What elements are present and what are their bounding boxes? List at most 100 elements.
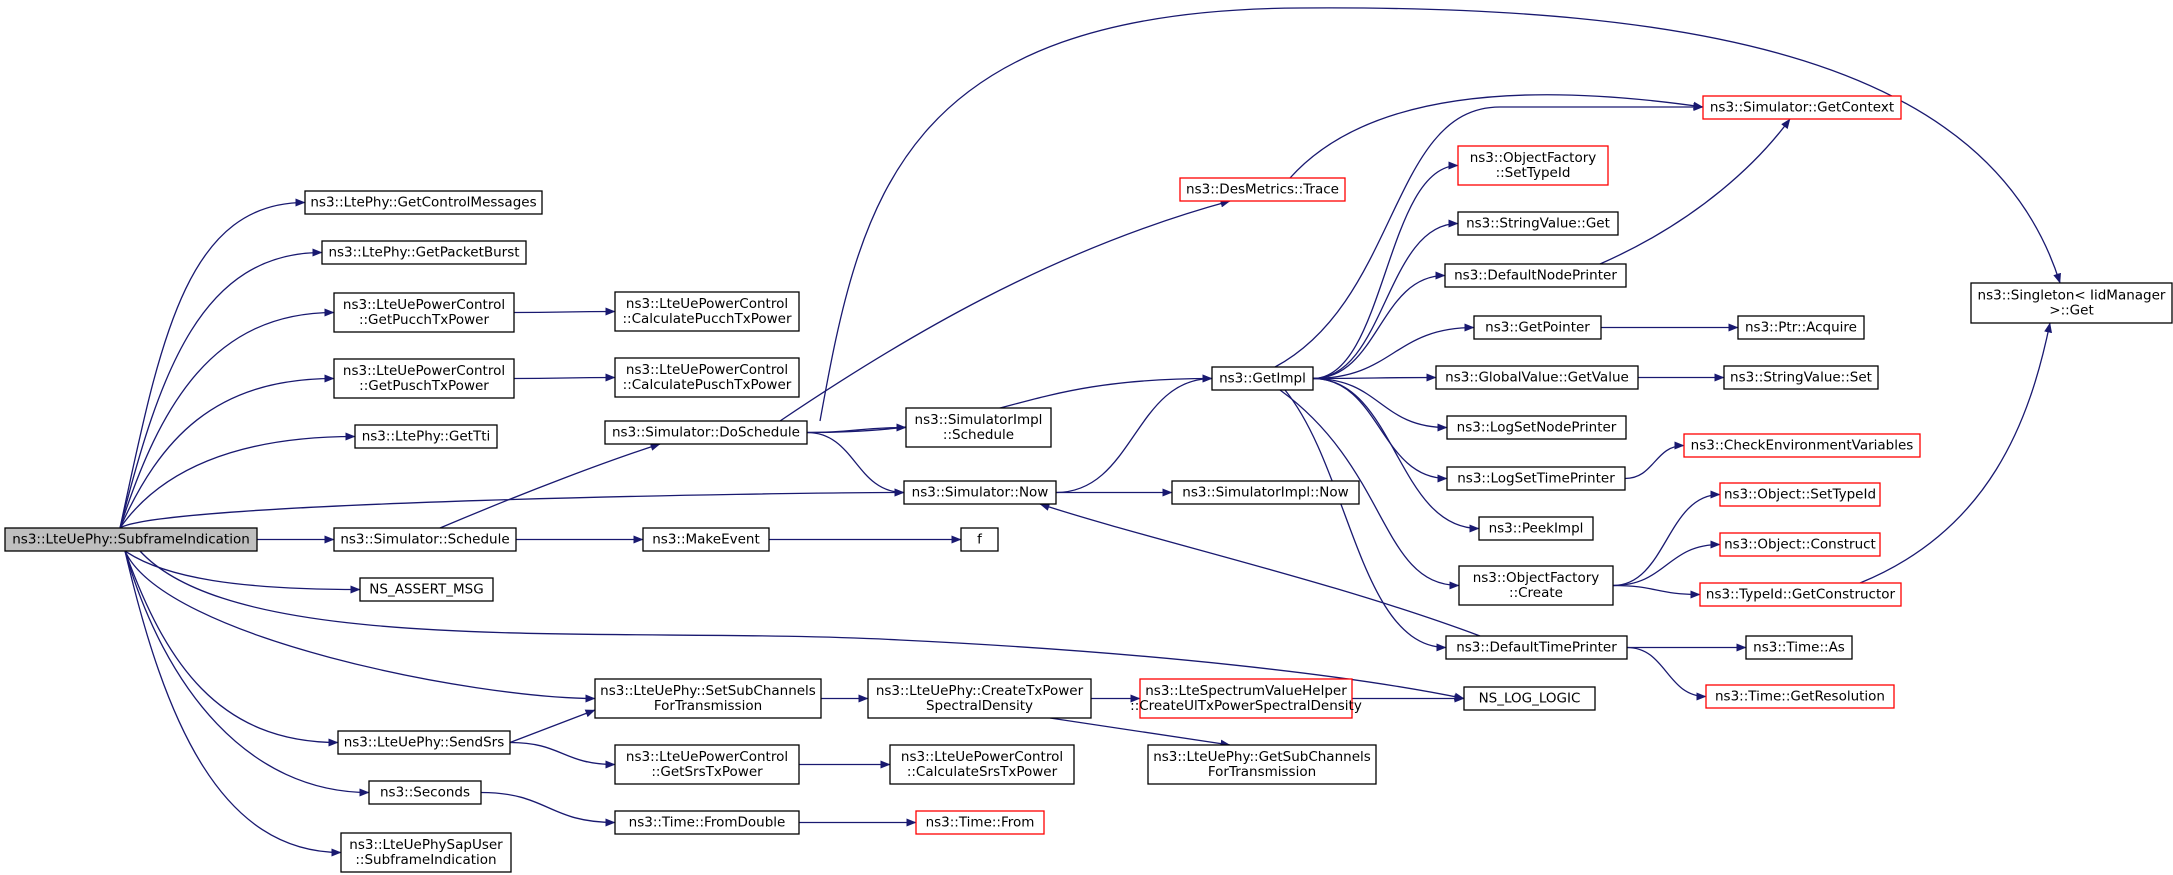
function-node-box[interactable]	[368, 780, 482, 805]
function-node[interactable]: ns3::LteUePowerControl::CalculateSrsTxPo…	[889, 744, 1075, 785]
function-node-box[interactable]	[1705, 684, 1895, 709]
function-node[interactable]: ns3::CheckEnvironmentVariables	[1683, 433, 1921, 458]
function-node-box[interactable]	[905, 407, 1052, 448]
function-node[interactable]: ns3::LteUePowerControl::GetPuschTxPower	[333, 358, 515, 399]
function-node[interactable]: ns3::Simulator::Schedule	[333, 527, 517, 552]
function-node-box[interactable]	[1473, 315, 1602, 340]
function-node-box[interactable]	[1435, 365, 1639, 390]
function-node-box[interactable]	[614, 291, 800, 332]
function-node-box[interactable]	[1737, 315, 1865, 340]
function-node[interactable]: ns3::Simulator::GetContext	[1702, 95, 1902, 120]
function-node-box[interactable]	[359, 577, 494, 602]
function-node[interactable]: ns3::ObjectFactory::SetTypeId	[1457, 145, 1609, 186]
function-node-box[interactable]	[1970, 282, 2173, 324]
function-node-box[interactable]	[915, 810, 1045, 835]
function-node[interactable]: NS_LOG_LOGIC	[1463, 686, 1596, 711]
function-node[interactable]: ns3::DefaultTimePrinter	[1445, 635, 1628, 660]
function-node-box[interactable]	[1463, 686, 1596, 711]
function-node[interactable]: ns3::LtePhy::GetPacketBurst	[321, 240, 527, 265]
function-node-box[interactable]	[337, 730, 511, 755]
function-node[interactable]: ns3::LteUePhySapUser::SubframeIndication	[340, 832, 512, 873]
function-node[interactable]: ns3::PeekImpl	[1478, 516, 1594, 541]
function-node-box[interactable]	[1171, 480, 1360, 505]
function-node-box[interactable]	[1719, 532, 1881, 557]
function-node-box[interactable]	[1702, 95, 1902, 120]
function-node-box[interactable]	[321, 240, 527, 265]
function-node[interactable]: ns3::LteSpectrumValueHelper::CreateUlTxP…	[1130, 678, 1362, 719]
function-node[interactable]: ns3::GlobalValue::GetValue	[1435, 365, 1639, 390]
function-node[interactable]: ns3::Simulator::Now	[903, 480, 1057, 505]
function-node[interactable]: ns3::LteUePhy::SendSrs	[337, 730, 511, 755]
function-node[interactable]: ns3::Object::Construct	[1719, 532, 1881, 557]
function-node[interactable]: ns3::StringValue::Get	[1457, 211, 1619, 236]
function-node[interactable]: ns3::GetPointer	[1473, 315, 1602, 340]
function-node[interactable]: NS_ASSERT_MSG	[359, 577, 494, 602]
function-node-box[interactable]	[333, 358, 515, 399]
function-node-box[interactable]	[594, 678, 822, 719]
function-node-box[interactable]	[340, 832, 512, 873]
function-node[interactable]: ns3::LteUePowerControl::GetPucchTxPower	[333, 292, 515, 333]
function-node-box[interactable]	[1719, 482, 1881, 507]
function-node[interactable]: ns3::GetImpl	[1211, 366, 1314, 391]
function-node-box[interactable]	[4, 527, 258, 552]
function-node[interactable]: ns3::Seconds	[368, 780, 482, 805]
function-node[interactable]: ns3::LteUePhy::CreateTxPowerSpectralDens…	[867, 678, 1092, 719]
function-node-box[interactable]	[1445, 635, 1628, 660]
function-node-box[interactable]	[304, 190, 543, 215]
function-node-box[interactable]	[1147, 744, 1377, 785]
function-node[interactable]: ns3::LteUePhy::SetSubChannelsForTransmis…	[594, 678, 822, 719]
function-node[interactable]: ns3::ObjectFactory::Create	[1458, 565, 1614, 606]
function-node[interactable]: ns3::LteUePowerControl::CalculatePucchTx…	[614, 291, 800, 332]
function-node[interactable]: f	[960, 527, 999, 552]
function-node[interactable]: ns3::MakeEvent	[642, 527, 770, 552]
function-node[interactable]: ns3::DefaultNodePrinter	[1444, 263, 1627, 288]
function-node[interactable]: ns3::LteUePhy::SubframeIndication	[4, 527, 258, 552]
function-node-box[interactable]	[1179, 177, 1346, 202]
function-node-box[interactable]	[1458, 565, 1614, 606]
function-node[interactable]: ns3::LteUePhy::GetSubChannelsForTransmis…	[1147, 744, 1377, 785]
function-node[interactable]: ns3::SimulatorImpl::Now	[1171, 480, 1360, 505]
function-node[interactable]: ns3::Time::GetResolution	[1705, 684, 1895, 709]
function-node-box[interactable]	[604, 420, 808, 445]
function-node-box[interactable]	[1478, 516, 1594, 541]
function-node[interactable]: ns3::Time::FromDouble	[614, 810, 800, 835]
function-node-box[interactable]	[1683, 433, 1921, 458]
function-node-box[interactable]	[333, 527, 517, 552]
function-node-box[interactable]	[1211, 366, 1314, 391]
function-node[interactable]: ns3::Ptr::Acquire	[1737, 315, 1865, 340]
function-node-box[interactable]	[614, 810, 800, 835]
function-node-box[interactable]	[1139, 678, 1353, 719]
function-node[interactable]: ns3::LogSetTimePrinter	[1446, 466, 1626, 491]
function-node-box[interactable]	[614, 357, 800, 398]
function-node-box[interactable]	[1457, 145, 1609, 186]
function-node-box[interactable]	[1723, 365, 1879, 390]
function-node[interactable]: ns3::SimulatorImpl::Schedule	[905, 407, 1052, 448]
function-node[interactable]: ns3::LogSetNodePrinter	[1446, 415, 1627, 440]
function-node[interactable]: ns3::TypeId::GetConstructor	[1699, 582, 1902, 607]
function-node[interactable]: ns3::LteUePowerControl::GetSrsTxPower	[614, 744, 800, 785]
function-node-box[interactable]	[1699, 582, 1902, 607]
function-node-box[interactable]	[1745, 635, 1853, 660]
function-node-box[interactable]	[1457, 211, 1619, 236]
function-node-box[interactable]	[642, 527, 770, 552]
function-node[interactable]: ns3::Time::As	[1745, 635, 1853, 660]
function-node-box[interactable]	[1446, 466, 1626, 491]
function-node[interactable]: ns3::Singleton< IidManager >::Get	[1970, 282, 2173, 324]
function-node-box[interactable]	[333, 292, 515, 333]
function-node[interactable]: ns3::LtePhy::GetControlMessages	[304, 190, 543, 215]
function-node[interactable]: ns3::Object::SetTypeId	[1719, 482, 1881, 507]
function-node[interactable]: ns3::LteUePowerControl::CalculatePuschTx…	[614, 357, 800, 398]
function-node-box[interactable]	[903, 480, 1057, 505]
function-node[interactable]: ns3::Time::From	[915, 810, 1045, 835]
function-node-box[interactable]	[889, 744, 1075, 785]
function-node-box[interactable]	[614, 744, 800, 785]
function-node-box[interactable]	[960, 527, 999, 552]
function-node[interactable]: ns3::DesMetrics::Trace	[1179, 177, 1346, 202]
function-node-box[interactable]	[867, 678, 1092, 719]
function-node-box[interactable]	[1446, 415, 1627, 440]
function-node[interactable]: ns3::Simulator::DoSchedule	[604, 420, 808, 445]
function-node[interactable]: ns3::StringValue::Set	[1723, 365, 1879, 390]
function-node-box[interactable]	[1444, 263, 1627, 288]
function-node-box[interactable]	[354, 424, 498, 449]
function-node[interactable]: ns3::LtePhy::GetTti	[354, 424, 498, 449]
